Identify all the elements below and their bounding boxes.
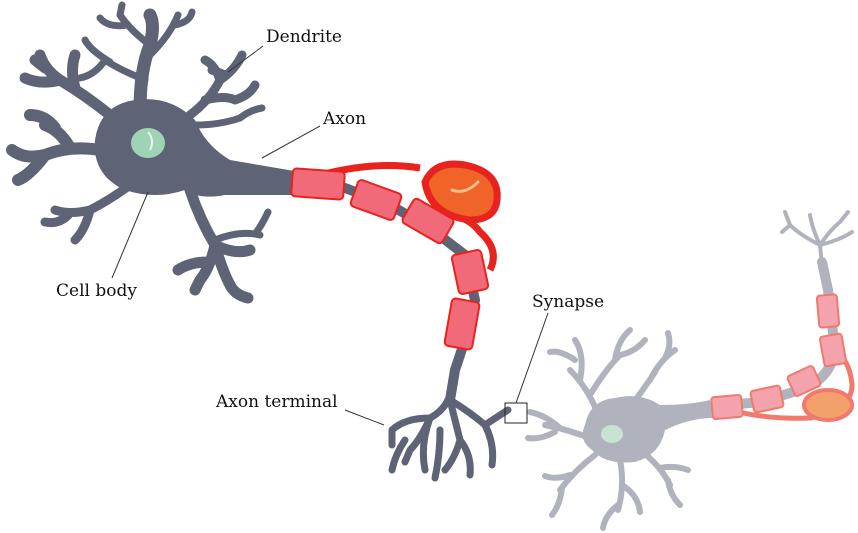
axon-leader (262, 126, 320, 158)
second-neuron (528, 212, 852, 528)
axon-label: Axon (322, 109, 366, 129)
dendrite-leader (228, 46, 263, 72)
second-neuron-schwann-cell (804, 390, 852, 420)
synapse-label: Synapse (532, 292, 604, 312)
dendrite-label: Dendrite (266, 27, 342, 47)
cell-body-label: Cell body (56, 281, 137, 301)
second-neuron-top-branches (782, 212, 852, 265)
main-neuron-axon-terminal (392, 395, 508, 478)
second-neuron-nucleus (601, 425, 623, 443)
synapse-leader (516, 313, 548, 403)
axon-terminal-leader (345, 410, 384, 425)
cell-body-leader (112, 192, 148, 278)
second-neuron-soma (583, 396, 712, 462)
axon-terminal-label: Axon terminal (215, 392, 338, 412)
